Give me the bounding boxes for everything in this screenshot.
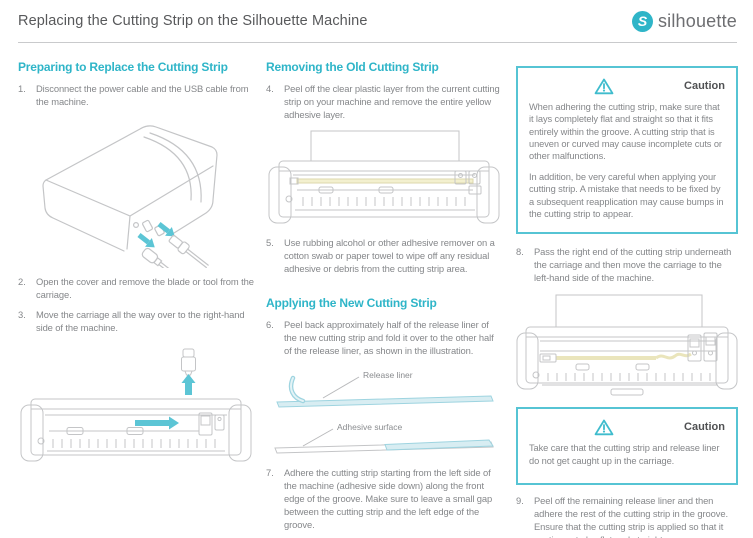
silhouette-s-icon: S bbox=[631, 10, 653, 32]
column-finish: Caution When adhering the cutting strip,… bbox=[516, 60, 738, 538]
illustration-disconnect-cables bbox=[18, 116, 254, 268]
step-1: 1. Disconnect the power cable and the US… bbox=[18, 83, 254, 109]
step-text: Peel back approximately half of the rele… bbox=[284, 318, 494, 356]
step-number: 2. bbox=[18, 275, 26, 287]
adhesive-surface-drawing: Adhesive surface bbox=[274, 422, 494, 454]
logo-letter: S bbox=[638, 13, 648, 29]
caution-paragraph: When adhering the cutting strip, make su… bbox=[529, 102, 722, 162]
step-number: 8. bbox=[516, 246, 524, 258]
disconnect-arrows bbox=[137, 221, 175, 248]
label-leader-line bbox=[302, 428, 334, 447]
label-leader-line bbox=[322, 376, 360, 399]
adhesive-surface-label: Adhesive surface bbox=[337, 422, 402, 432]
caution-title: Caution bbox=[684, 80, 725, 92]
caution-title: Caution bbox=[684, 421, 725, 434]
caution-header: Caution bbox=[529, 77, 725, 95]
illustration-adhesive-surface: Adhesive surface bbox=[266, 417, 502, 459]
step-text: Peel off the clear plastic layer from th… bbox=[284, 83, 500, 120]
step-text: Disconnect the power cable and the USB c… bbox=[36, 83, 249, 107]
illustration-move-carriage bbox=[18, 347, 254, 473]
caution-box-1: Caution When adhering the cutting strip,… bbox=[516, 66, 738, 235]
step-3: 3. Move the carriage all the way over to… bbox=[18, 309, 254, 335]
illustration-old-strip bbox=[266, 129, 502, 229]
step-text: Peel off the remaining release liner and… bbox=[534, 494, 728, 538]
brand-wordmark: silhouette bbox=[657, 10, 737, 31]
step-9: 9. Peel off the remaining release liner … bbox=[516, 495, 738, 538]
step-2: 2. Open the cover and remove the blade o… bbox=[18, 276, 254, 302]
machine-yellow-strip-drawing bbox=[268, 130, 500, 224]
step-text: Adhere the cutting strip starting from t… bbox=[284, 466, 493, 530]
page-title: Replacing the Cutting Strip on the Silho… bbox=[18, 13, 368, 29]
step-number: 7. bbox=[266, 466, 274, 478]
step-number: 3. bbox=[18, 308, 26, 320]
warning-triangle-icon bbox=[594, 78, 613, 95]
caution-paragraph: Take care that the cutting strip and rel… bbox=[529, 443, 720, 466]
step-number: 5. bbox=[266, 236, 274, 248]
column-removing-applying: Removing the Old Cutting Strip 4. Peel o… bbox=[266, 60, 502, 538]
cables bbox=[141, 234, 209, 268]
heading-preparing: Preparing to Replace the Cutting Strip bbox=[18, 60, 228, 74]
column-preparing: Preparing to Replace the Cutting Strip 1… bbox=[18, 60, 254, 473]
step-5: 5. Use rubbing alcohol or other adhesive… bbox=[266, 237, 502, 276]
step-text: Use rubbing alcohol or other adhesive re… bbox=[284, 236, 495, 274]
motion-arrows bbox=[135, 373, 196, 430]
step-number: 6. bbox=[266, 318, 274, 330]
illustration-release-liner: Release liner bbox=[266, 365, 502, 413]
caution-paragraph: In addition, be very careful when applyi… bbox=[529, 171, 724, 219]
step-4: 4. Peel off the clear plastic layer from… bbox=[266, 83, 502, 122]
step-text: Open the cover and remove the blade or t… bbox=[36, 275, 254, 300]
step-text: Pass the right end of the cutting strip … bbox=[534, 246, 732, 284]
step-8: 8. Pass the right end of the cutting str… bbox=[516, 246, 738, 285]
warning-triangle-icon bbox=[594, 419, 613, 436]
step-number: 4. bbox=[266, 83, 274, 94]
silhouette-logo: S silhouette bbox=[631, 10, 737, 33]
step-text: Move the carriage all the way over to th… bbox=[36, 308, 245, 333]
step-number: 9. bbox=[516, 494, 524, 506]
step-7: 7. Adhere the cutting strip starting fro… bbox=[266, 467, 502, 532]
caution-header: Caution bbox=[529, 418, 725, 436]
heading-removing: Removing the Old Cutting Strip bbox=[266, 60, 439, 74]
heading-applying: Applying the New Cutting Strip bbox=[266, 295, 437, 310]
machine-corner-cables-drawing bbox=[42, 125, 218, 268]
page-header: Replacing the Cutting Strip on the Silho… bbox=[18, 0, 737, 43]
caution-box-2: Caution Take care that the cutting strip… bbox=[516, 407, 738, 485]
machine-front-arrows-drawing bbox=[20, 348, 252, 462]
strip-wavy-end bbox=[655, 352, 692, 360]
release-liner-label: Release liner bbox=[363, 370, 413, 380]
step-6: 6. Peel back approximately half of the r… bbox=[266, 319, 502, 358]
yellow-adhesive-strip bbox=[296, 178, 474, 184]
step-number: 1. bbox=[18, 83, 26, 94]
illustration-pass-strip bbox=[516, 293, 738, 397]
release-liner-drawing: Release liner bbox=[276, 370, 494, 408]
machine-pass-strip-drawing bbox=[516, 294, 738, 396]
